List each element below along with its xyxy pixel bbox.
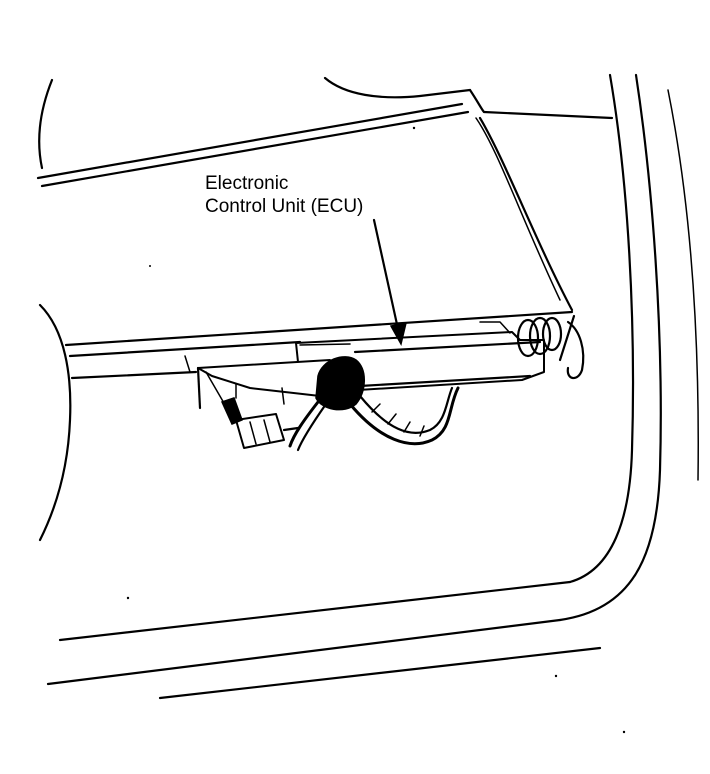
upper-dash-outline	[36, 76, 614, 312]
callout-line-2: Control Unit (ECU)	[205, 196, 364, 217]
ecu-mounting-bracket	[196, 359, 337, 411]
callout-arrow	[372, 218, 408, 347]
steering-column-outline	[38, 303, 72, 542]
scan-speckles	[126, 126, 626, 734]
ecu-connector	[315, 356, 365, 411]
side-connector	[220, 397, 300, 449]
lower-dash-panel	[64, 310, 574, 380]
callout-line-1: Electronic	[205, 173, 289, 194]
ecu-callout-label: Electronic Control Unit (ECU)	[205, 172, 363, 218]
ground-wire-coil	[516, 314, 585, 380]
door-frame-outline	[46, 73, 699, 700]
wiring-harness	[288, 386, 460, 452]
